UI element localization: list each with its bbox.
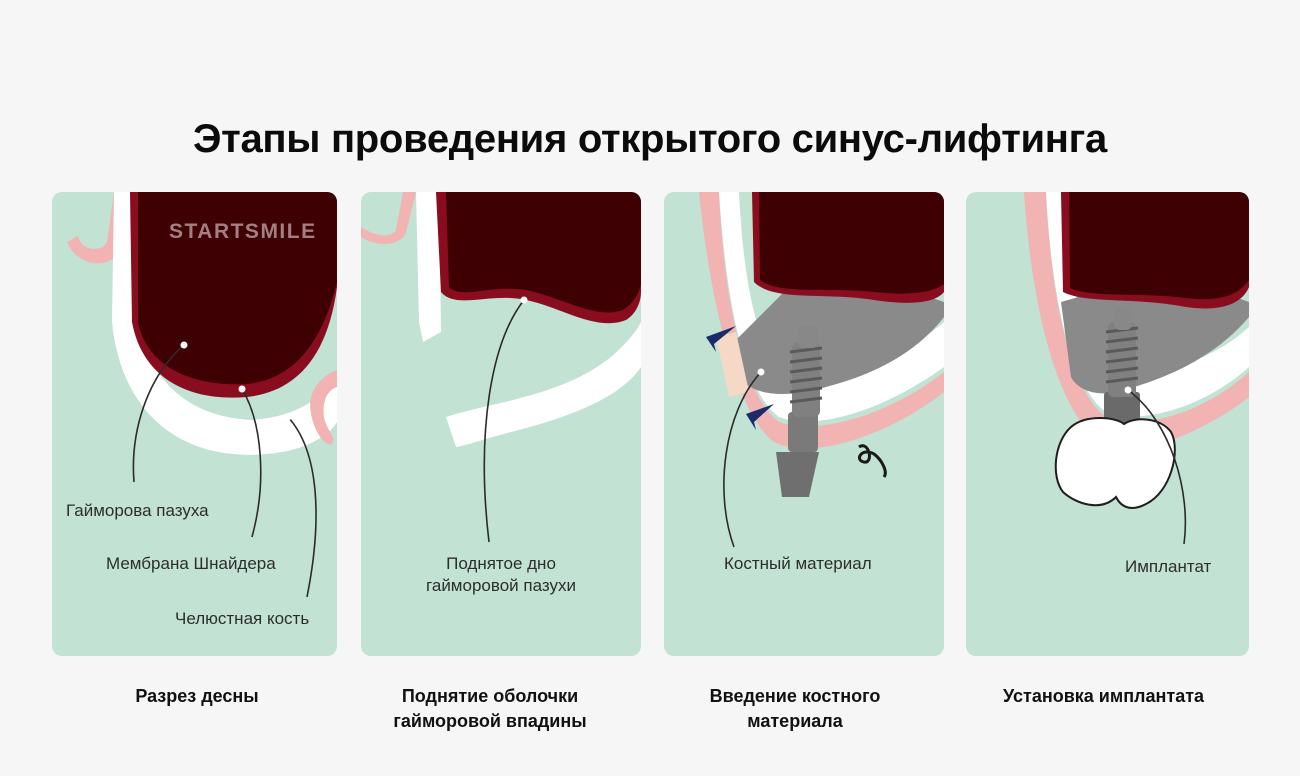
dental-crown	[1054, 417, 1176, 509]
gum-tissue	[361, 192, 416, 244]
maxillary-sinus	[138, 192, 337, 385]
gum-tissue-right	[310, 370, 337, 445]
step-caption-membrane-lift: Поднятие оболочки гайморовой впадины	[393, 686, 587, 731]
jaw-bone-upper	[416, 192, 441, 342]
jaw-bone-lower	[446, 322, 641, 447]
implant	[776, 326, 823, 497]
diagram-panel-bone-graft: Костный материал	[664, 192, 944, 656]
diagram-panel-implant: Имплантат	[966, 192, 1249, 656]
label-maxillary-sinus: Гайморова пазуха	[66, 501, 209, 520]
implant-illustration	[1024, 192, 1249, 545]
maxillary-sinus	[1069, 192, 1249, 300]
bone-graft-material	[734, 292, 944, 394]
membrane-lift-illustration	[361, 192, 641, 543]
implant	[1104, 308, 1140, 427]
page-title: Этапы проведения открытого синус-лифтинг…	[193, 116, 1107, 161]
bone-graft-illustration	[699, 192, 944, 548]
incision-illustration	[67, 192, 337, 598]
jaw-bone	[112, 192, 337, 455]
diagram-panel-incision: STARTSMILE Гайморова пазуха Мембрана Шна…	[52, 192, 337, 656]
bone-graft-window	[716, 332, 749, 397]
step-caption-bone-graft: Введение костного материала	[709, 686, 881, 731]
suture-icon	[858, 444, 887, 478]
label-bone-material: Костный материал	[724, 554, 872, 573]
label-jaw-bone: Челюстная кость	[175, 609, 310, 628]
maxillary-sinus	[446, 192, 641, 313]
maxillary-sinus	[759, 192, 944, 294]
step-caption-incision: Разрез десны	[135, 686, 259, 706]
label-schneider-membrane: Мембрана Шнайдера	[106, 554, 276, 573]
label-implant: Имплантат	[1125, 557, 1212, 576]
step-caption-implant: Установка имплантата	[1002, 686, 1205, 706]
label-raised-sinus-floor: Поднятое дно гайморовой пазухи	[426, 554, 576, 595]
diagram-panel-membrane-lift: Поднятое дно гайморовой пазухи	[361, 192, 641, 656]
surgical-arrows	[706, 326, 774, 430]
brand-logo: STARTSMILE	[169, 220, 317, 243]
